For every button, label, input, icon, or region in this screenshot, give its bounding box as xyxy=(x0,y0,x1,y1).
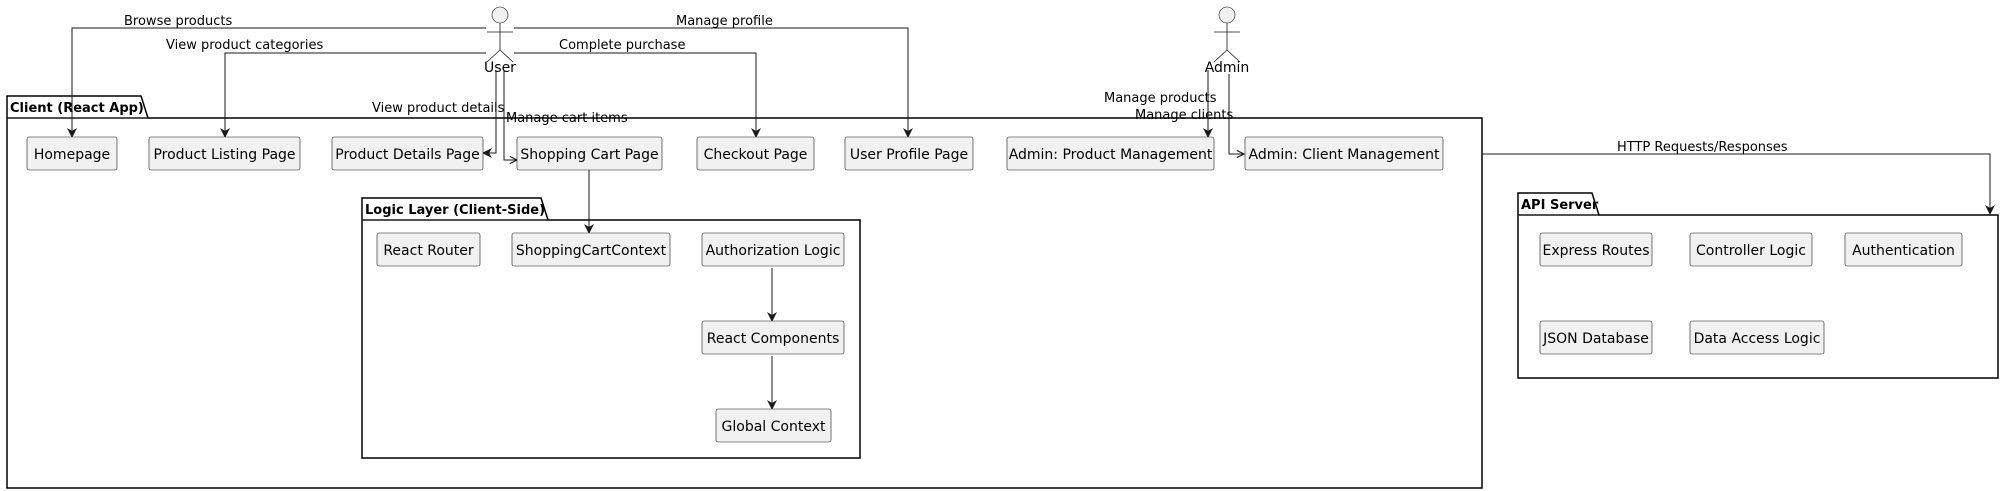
client-package-title: Client (React App) xyxy=(10,101,144,116)
label-view-categories: View product categories xyxy=(166,38,323,53)
svg-text:React Components: React Components xyxy=(707,331,840,347)
client-package: Client (React App) xyxy=(6,95,1483,489)
edge-manage-profile xyxy=(514,27,913,138)
component-shopping-cart-page: Shopping Cart Page xyxy=(516,136,663,171)
component-global-context: Global Context xyxy=(715,408,832,443)
component-authentication: Authentication xyxy=(1844,232,1963,267)
edge-manage-clients xyxy=(1228,74,1244,154)
label-view-details: View product details xyxy=(372,101,505,116)
edge-http xyxy=(1482,153,1995,215)
svg-text:Homepage: Homepage xyxy=(34,147,110,163)
label-browse-products: Browse products xyxy=(124,14,232,29)
label-manage-cart: Manage cart items xyxy=(506,111,628,126)
svg-text:Product Listing Page: Product Listing Page xyxy=(153,147,295,163)
svg-text:ShoppingCartContext: ShoppingCartContext xyxy=(516,243,667,259)
component-controller-logic: Controller Logic xyxy=(1689,232,1813,267)
component-homepage: Homepage xyxy=(26,136,118,171)
label-manage-products: Manage products xyxy=(1104,91,1217,106)
admin-actor-head-icon xyxy=(1218,6,1236,24)
svg-text:Global Context: Global Context xyxy=(722,419,826,435)
user-actor-name: User xyxy=(484,60,516,76)
svg-text:User Profile Page: User Profile Page xyxy=(850,147,968,163)
component-express-routes: Express Routes xyxy=(1539,232,1653,267)
component-shopping-cart-context: ShoppingCartContext xyxy=(511,232,671,267)
svg-text:Shopping Cart Page: Shopping Cart Page xyxy=(520,147,658,163)
api-server-package: API Server xyxy=(1517,192,1999,379)
svg-text:Controller Logic: Controller Logic xyxy=(1696,243,1806,259)
component-authorization-logic: Authorization Logic xyxy=(701,232,845,267)
logic-layer-package-title: Logic Layer (Client-Side) xyxy=(365,203,545,218)
svg-text:Checkout Page: Checkout Page xyxy=(704,147,808,163)
api-server-package-title: API Server xyxy=(1521,198,1599,213)
svg-text:Express Routes: Express Routes xyxy=(1542,243,1649,259)
admin-actor-name: Admin xyxy=(1205,60,1250,76)
svg-text:JSON Database: JSON Database xyxy=(1542,331,1649,347)
svg-text:Authentication: Authentication xyxy=(1852,243,1955,259)
svg-text:Product Details Page: Product Details Page xyxy=(335,147,479,163)
label-manage-profile: Manage profile xyxy=(676,14,773,29)
logic-layer-package: Logic Layer (Client-Side) xyxy=(361,197,861,459)
component-product-details-page: Product Details Page xyxy=(331,136,484,171)
edge-browse-products xyxy=(67,27,486,138)
edge-manage-cart xyxy=(503,70,517,160)
component-data-access-logic: Data Access Logic xyxy=(1689,320,1825,355)
component-admin-product-management: Admin: Product Management xyxy=(1006,136,1215,171)
component-react-router: React Router xyxy=(376,232,481,267)
component-admin-client-management: Admin: Client Management xyxy=(1244,136,1444,171)
label-complete-purchase: Complete purchase xyxy=(559,38,685,53)
svg-text:Admin: Product Management: Admin: Product Management xyxy=(1009,147,1213,163)
component-json-database: JSON Database xyxy=(1539,320,1653,355)
user-actor: User xyxy=(484,6,516,76)
svg-text:Authorization Logic: Authorization Logic xyxy=(706,243,841,259)
component-user-profile-page: User Profile Page xyxy=(844,136,974,171)
component-checkout-page: Checkout Page xyxy=(696,136,815,171)
component-product-listing-page: Product Listing Page xyxy=(148,136,301,171)
edge-view-categories xyxy=(220,52,486,138)
component-react-components: React Components xyxy=(701,320,845,355)
label-http: HTTP Requests/Responses xyxy=(1617,140,1788,155)
admin-actor: Admin xyxy=(1205,6,1250,76)
label-manage-clients: Manage clients xyxy=(1135,108,1233,123)
edge-view-details xyxy=(482,70,497,158)
edge-complete-purchase xyxy=(514,52,761,138)
svg-text:Admin: Client Management: Admin: Client Management xyxy=(1249,147,1441,163)
user-actor-head-icon xyxy=(491,6,509,24)
svg-text:Data Access Logic: Data Access Logic xyxy=(1694,331,1821,347)
svg-text:React Router: React Router xyxy=(383,243,474,259)
